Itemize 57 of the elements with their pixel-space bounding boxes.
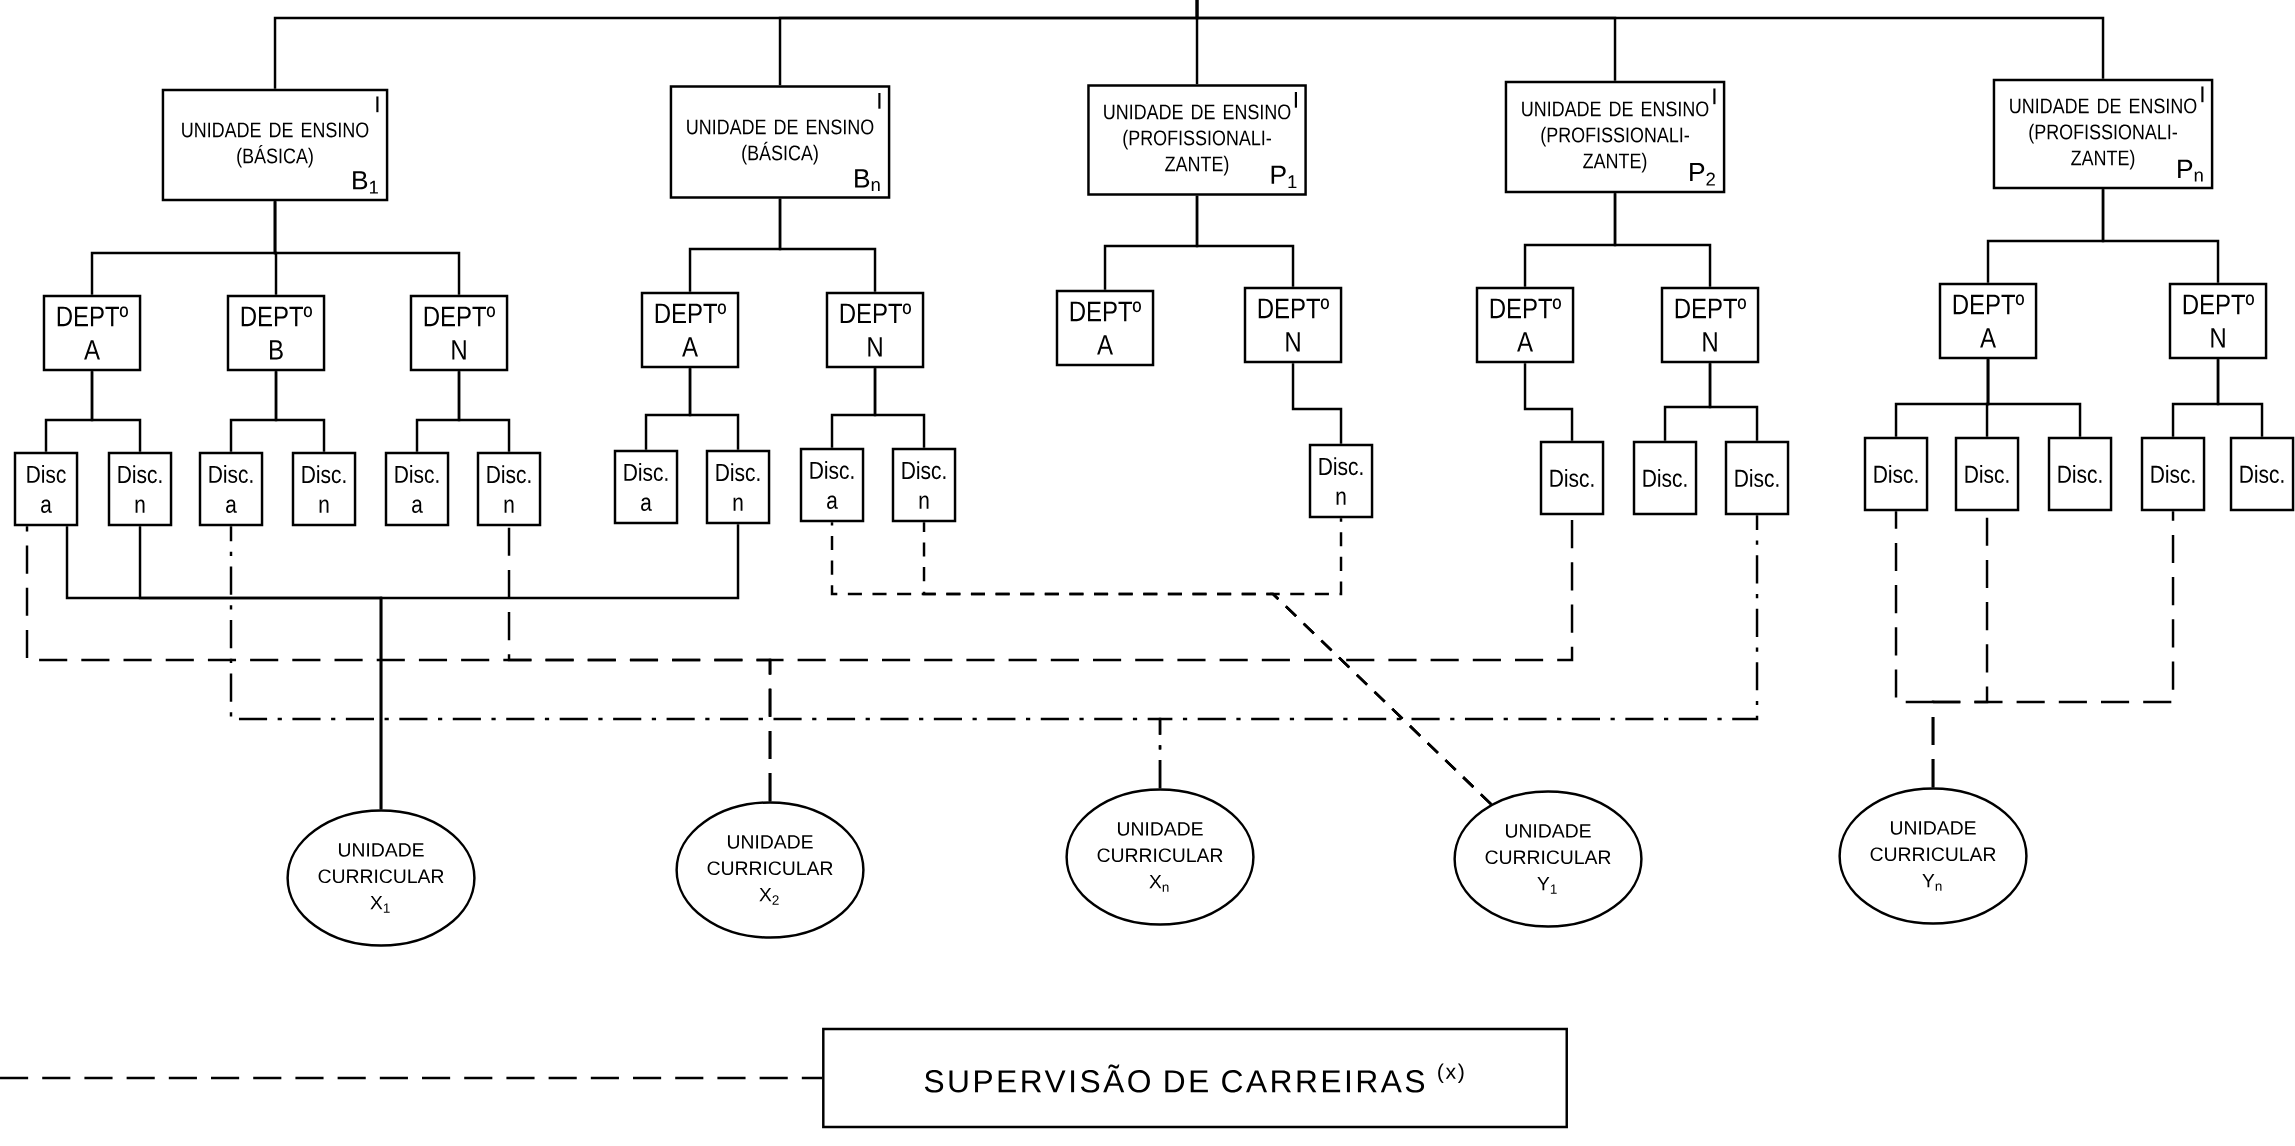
discipline-box: Disc. n [476, 451, 542, 527]
connector-line [1523, 363, 1574, 441]
discipline-box: Disc. a [384, 451, 450, 527]
discipline-box: Disc. [1954, 436, 2020, 512]
connector-line [1158, 515, 1759, 789]
connector-line [1708, 363, 1759, 441]
department-box: DEPTº N [1243, 286, 1343, 364]
unit-box: UNIDADE DE ENSINO (BÁSICA) I B$_{n}$ [669, 85, 891, 199]
department-box: DEPTº N [409, 294, 509, 372]
connector-line [1195, 195, 1295, 287]
discipline-box: Disc. [2140, 436, 2206, 512]
unit-box: UNIDADE DE ENSINO (PROFISSIONALI- ZANTE) I P$_{1}$ [1087, 84, 1307, 196]
department-box: DEPTº A [42, 294, 142, 372]
department-box: DEPTº A [1475, 286, 1575, 364]
department-box: DEPTº N [2168, 282, 2268, 360]
department-box: DEPTº N [825, 291, 925, 369]
connector-line [873, 368, 926, 448]
discipline-box: Disc. n [107, 451, 173, 527]
department-box: DEPTº N [1660, 286, 1760, 364]
department-box: DEPTº B [226, 294, 326, 372]
connector-line [2101, 189, 2220, 283]
discipline-box: Disc a [13, 451, 79, 527]
connector-line [2216, 359, 2264, 437]
discipline-box: Disc. [1539, 440, 1605, 516]
discipline-box: Disc. [2229, 436, 2295, 512]
connector-line [0, 1076, 823, 1080]
connector-line [1291, 363, 1343, 444]
connector-line [778, 198, 877, 292]
department-box: DEPTº A [640, 291, 740, 369]
discipline-box: Disc. n [1308, 443, 1374, 519]
connector-line [1986, 359, 2082, 437]
discipline-box: Disc. [1724, 440, 1790, 516]
discipline-box: Disc. [1863, 436, 1929, 512]
discipline-box: Disc. [1632, 440, 1698, 516]
connector-line [90, 371, 142, 452]
unit-box: UNIDADE DE ENSINO (PROFISSIONALI- ZANTE) I P$_{2}$ [1504, 80, 1726, 194]
connector-line [688, 368, 740, 450]
department-box: DEPTº A [1938, 282, 2038, 360]
department-box: DEPTº A [1055, 289, 1155, 367]
connector-line [273, 201, 461, 295]
unit-box: UNIDADE DE ENSINO (BÁSICA) I B$_{1}$ [161, 88, 389, 202]
connector-line [274, 371, 326, 452]
discipline-box: Disc. n [291, 451, 357, 527]
connector-line [1613, 193, 1712, 287]
connector-line [1931, 511, 2175, 788]
discipline-box: Disc. a [799, 447, 865, 523]
supervision-box: SUPERVISÃO DE CARREIRAS $^{(x)}$ [822, 1027, 1568, 1129]
connector-line [1269, 518, 1492, 805]
connector-line [457, 371, 511, 452]
discipline-box: Disc. a [198, 451, 264, 527]
discipline-box: Disc. n [891, 447, 957, 523]
unit-box: UNIDADE DE ENSINO (PROFISSIONALI- ZANTE) I P$_{n}$ [1992, 78, 2214, 190]
connector-line [1195, 0, 2105, 79]
discipline-box: Disc. n [705, 449, 771, 525]
discipline-box: Disc. [2047, 436, 2113, 512]
discipline-box: Disc. a [613, 449, 679, 525]
connector-line [379, 524, 740, 810]
